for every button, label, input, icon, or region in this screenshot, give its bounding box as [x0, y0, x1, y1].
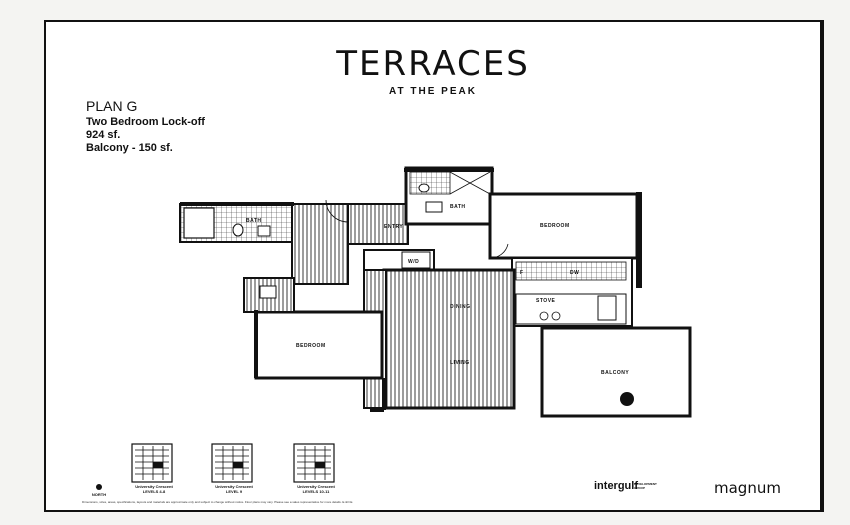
intergulf-sub-line1: DEVELOPMENT — [634, 482, 657, 486]
building-key-plan-icon — [211, 443, 253, 483]
living-dining — [382, 268, 516, 410]
north-indicator: NORTH — [84, 484, 114, 497]
key-plan-3-line1: University Crescent — [297, 484, 335, 489]
room-label-bedroom-right: BEDROOM — [540, 223, 570, 229]
room-label-fridge: F — [520, 270, 524, 276]
corridor — [291, 203, 349, 285]
key-plan-3-line2: LEVELS 10-11 — [302, 489, 330, 494]
room-label-living: LIVING — [450, 360, 470, 366]
balcony-marker-icon — [620, 392, 634, 406]
key-plan-1: University Crescent LEVELS 4-8 — [124, 442, 184, 494]
room-label-dining: DINING — [450, 304, 471, 310]
key-plan-1-line1: University Crescent — [135, 484, 173, 489]
intergulf-sub-line2: GROUP — [634, 486, 646, 490]
balcony — [540, 326, 692, 418]
room-label-dw: DW — [570, 270, 579, 276]
page-subtitle: AT THE PEAK — [389, 86, 477, 97]
intergulf-logo: intergulf — [594, 480, 638, 492]
north-icon — [96, 484, 102, 490]
room-label-bath-center: BATH — [450, 204, 466, 210]
room-label-entry: ENTRY — [384, 224, 403, 230]
page-title: TERRACES — [336, 44, 530, 84]
intergulf-logo-sub: DEVELOPMENT GROUP — [634, 482, 657, 490]
plan-type: Two Bedroom Lock-off — [86, 116, 205, 128]
room-label-balcony: BALCONY — [601, 370, 629, 376]
room-label-wd: W/D — [408, 259, 419, 265]
north-label: NORTH — [91, 492, 107, 497]
bathtub-icon — [183, 207, 215, 239]
plan-name: PLAN G — [86, 98, 138, 114]
disclaimer: Dimensions, sizes, areas, specifications… — [82, 500, 354, 504]
key-plan-1-line2: LEVELS 4-8 — [142, 489, 166, 494]
floor-plan-drawing: BATH ENTRY BATH W/D BEDROOM F DW STOVE — [179, 166, 692, 418]
key-plan-2-line2: LEVEL 9 — [225, 489, 243, 494]
plan-balcony: Balcony - 150 sf. — [86, 142, 173, 154]
magnum-logo: magnum — [714, 479, 781, 497]
plan-info: PLAN G Two Bedroom Lock-off 924 sf. Balc… — [86, 98, 205, 155]
key-plan-2-line1: University Crescent — [215, 484, 253, 489]
floor-plan-sheet: TERRACES AT THE PEAK PLAN G Two Bedroom … — [44, 20, 824, 512]
room-label-bedroom-left: BEDROOM — [296, 343, 326, 349]
building-key-plan-icon — [293, 443, 335, 483]
key-plan-3: University Crescent LEVELS 10-11 — [286, 442, 346, 494]
building-key-plan-icon — [131, 443, 173, 483]
key-plan-2: University Crescent LEVEL 9 — [204, 442, 264, 494]
room-label-stove: STOVE — [536, 298, 556, 304]
room-label-bath-left: BATH — [246, 218, 262, 224]
plan-area: 924 sf. — [86, 129, 121, 141]
